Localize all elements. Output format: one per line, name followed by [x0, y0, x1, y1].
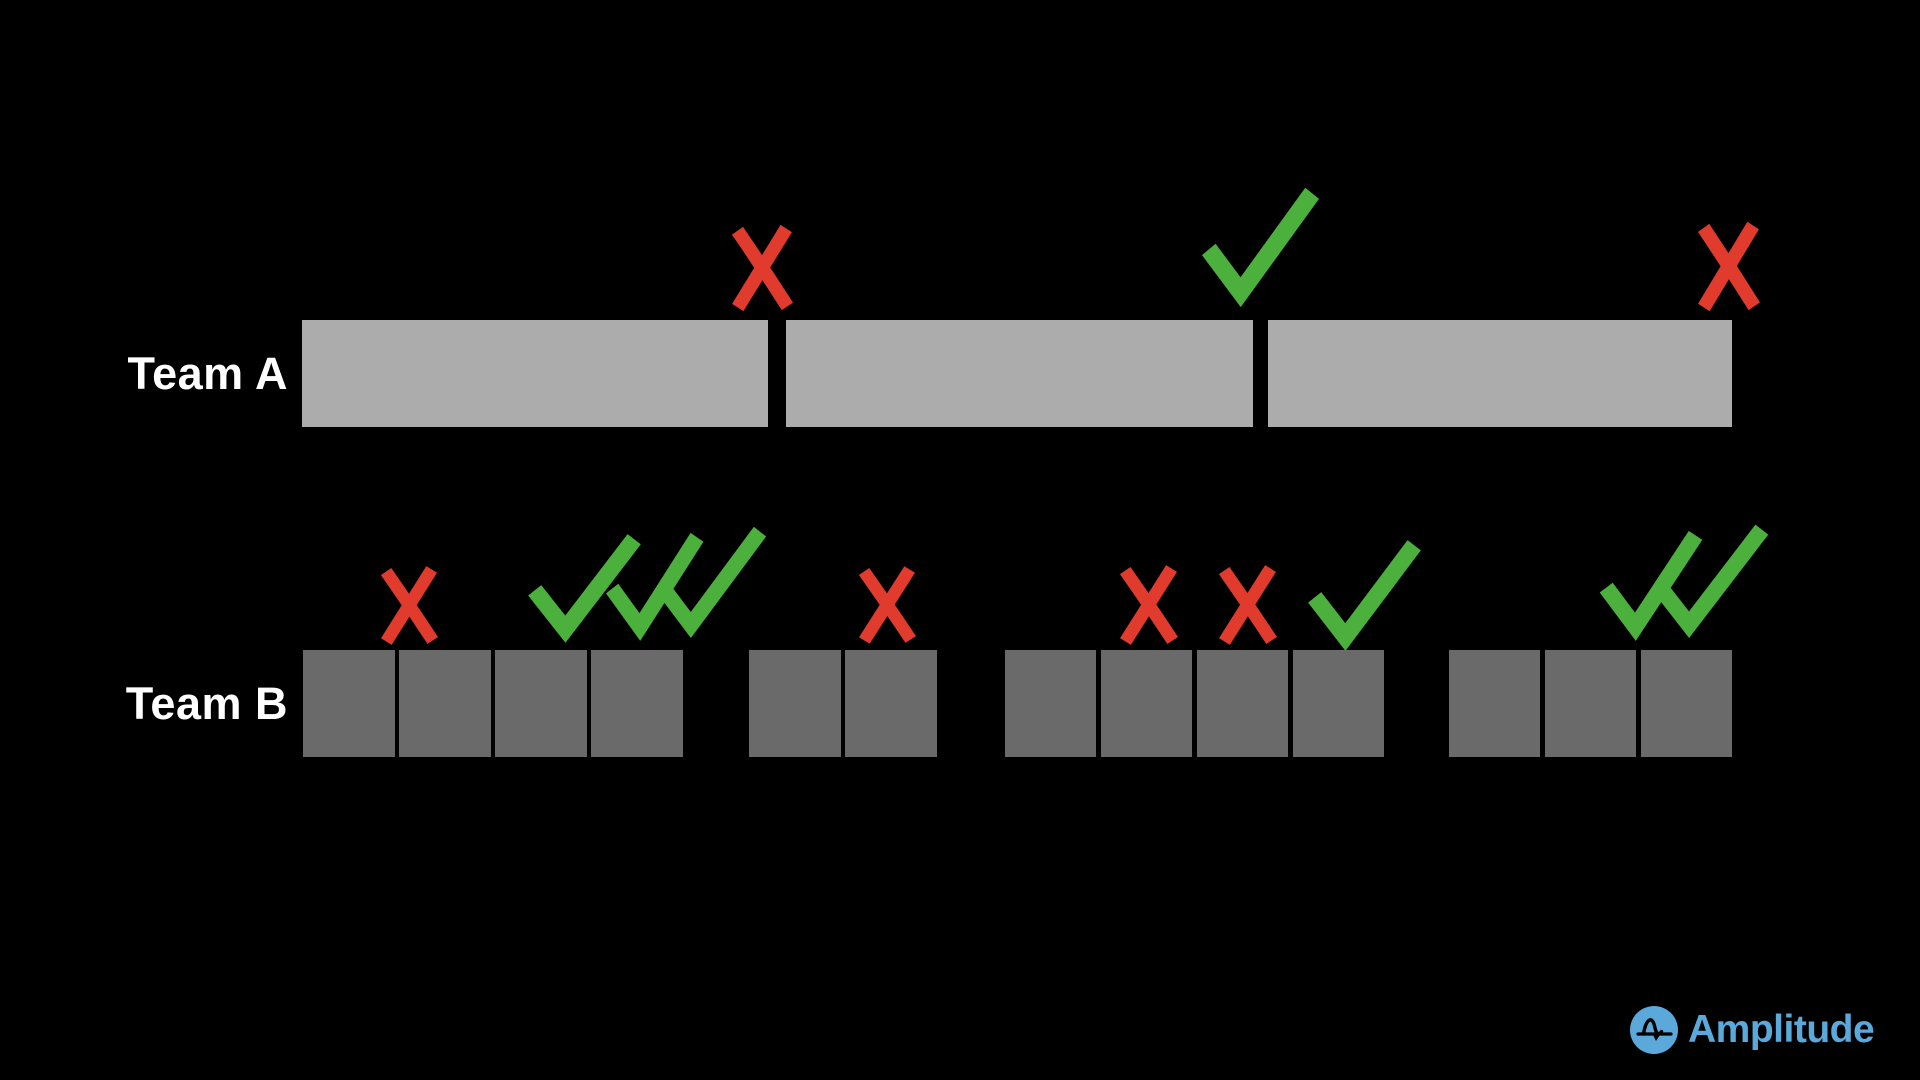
small-batch-segment — [845, 650, 937, 757]
small-batch-segment — [1449, 650, 1540, 757]
amplitude-logo: Amplitude — [1630, 1006, 1875, 1054]
cross-mark — [858, 566, 917, 644]
cross-mark — [380, 566, 439, 645]
double-check-mark — [605, 526, 767, 641]
check-mark — [1201, 187, 1320, 308]
small-batch-segment — [591, 650, 683, 757]
amplitude-logo-text: Amplitude — [1688, 1008, 1875, 1051]
large-batch-segment — [302, 320, 768, 427]
small-batch-segment — [1197, 650, 1288, 757]
team-b-label: Team B — [125, 677, 288, 729]
small-batch-segment — [1293, 650, 1384, 757]
large-batch-segment — [1268, 320, 1732, 427]
small-batch-segment — [1101, 650, 1192, 757]
small-batch-segment — [495, 650, 587, 757]
cross-mark — [1218, 565, 1277, 645]
amplitude-logo-icon — [1630, 1006, 1678, 1054]
double-check-mark — [1599, 524, 1769, 641]
small-batch-segment — [1545, 650, 1636, 757]
cross-mark — [1119, 565, 1178, 645]
small-batch-segment — [1005, 650, 1096, 757]
check-mark — [1308, 540, 1421, 651]
small-batch-segment — [399, 650, 491, 757]
large-batch-segment — [786, 320, 1253, 427]
cross-mark — [731, 224, 794, 312]
cross-mark — [1697, 221, 1760, 312]
team-a-label: Team A — [127, 347, 288, 399]
small-batch-segment — [303, 650, 395, 757]
small-batch-segment — [749, 650, 841, 757]
check-mark — [528, 534, 641, 643]
small-batch-segment — [1641, 650, 1732, 757]
